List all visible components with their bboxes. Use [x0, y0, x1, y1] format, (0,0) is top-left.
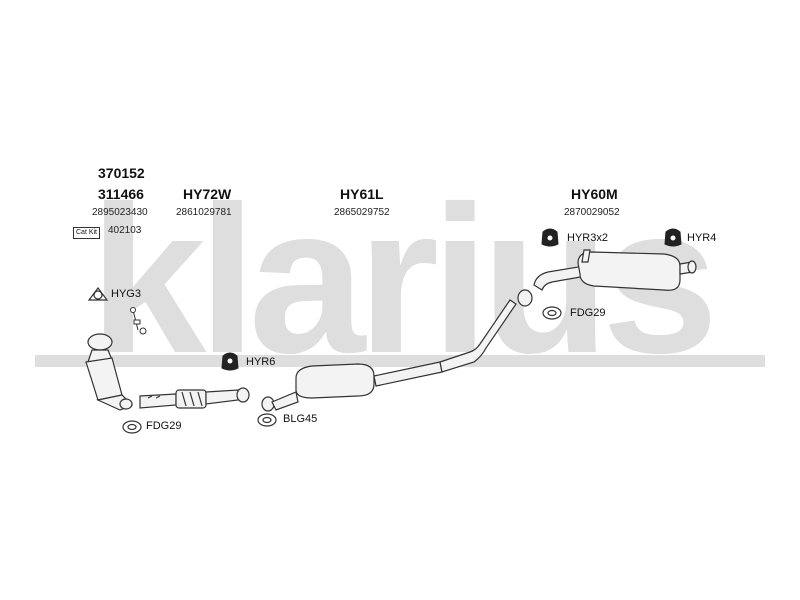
fitting-label-blg45: BLG45: [283, 413, 318, 425]
catalytic-converter: [85, 333, 134, 411]
column-code-hy60m: HY60M: [571, 186, 618, 202]
fitting-label-hyr3x2: HYR3x2: [567, 232, 608, 244]
column-code-hy61l: HY61L: [340, 186, 384, 202]
cat-kit-badge: Cat Kit: [73, 227, 101, 239]
rubber-hanger-icon: [541, 228, 559, 247]
fitting-label-hyr4: HYR4: [687, 232, 717, 244]
rear-silencer: [533, 249, 697, 291]
header-code-2: 311466: [98, 186, 144, 202]
fitting-label-hyg3: HYG3: [111, 288, 141, 300]
column-code-hy72w: HY72W: [183, 186, 232, 202]
left-part-number: 2895023430: [92, 207, 148, 218]
gasket-icon: [542, 306, 562, 320]
header-code-1: 370152: [98, 165, 145, 181]
fitting-label-hyr6: HYR6: [246, 356, 276, 368]
triangle-flange-icon: [87, 287, 109, 301]
middle-pipe: [261, 289, 533, 412]
rubber-hanger-icon: [221, 352, 239, 371]
front-pipe: [139, 387, 250, 409]
gasket-icon: [257, 413, 277, 427]
fitting-label-fdg29-right: FDG29: [570, 307, 606, 319]
fitting-label-fdg29-left: FDG29: [146, 420, 182, 432]
column-number-hy72w: 2861029781: [176, 207, 232, 218]
rubber-hanger-icon: [664, 228, 682, 247]
column-number-hy61l: 2865029752: [334, 207, 390, 218]
column-number-hy60m: 2870029052: [564, 207, 620, 218]
gasket-icon: [122, 420, 142, 434]
watermark-underline: [35, 355, 765, 367]
lambda-sensor-icon: [130, 307, 147, 335]
cat-kit-number: 402103: [108, 225, 142, 236]
